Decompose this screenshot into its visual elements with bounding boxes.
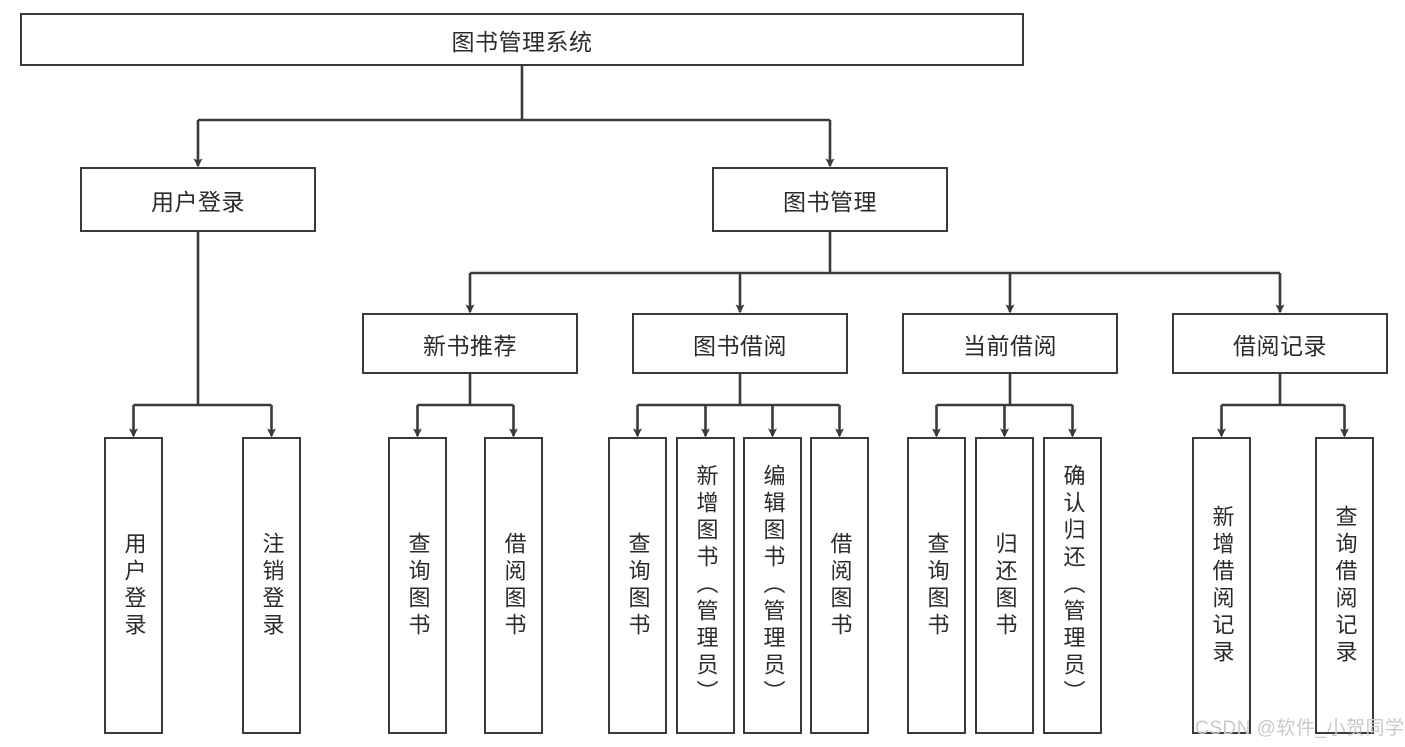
node-label: 图书管理系统: [451, 28, 593, 55]
node-label: 编辑图书（管理员）: [760, 464, 786, 707]
node-leaf-bor-3[interactable]: 编辑图书（管理员）: [743, 437, 802, 734]
node-label: 图书借阅: [693, 332, 787, 359]
node-leaf-rec-1[interactable]: 新增借阅记录: [1192, 437, 1251, 734]
node-label: 新增借阅记录: [1209, 504, 1235, 667]
node-label: 用户登录: [151, 188, 245, 215]
node-leaf-new-1[interactable]: 查询图书: [388, 437, 447, 734]
node-label: 归还图书: [992, 531, 1018, 640]
node-label: 确认归还（管理员）: [1060, 464, 1086, 707]
node-newbook[interactable]: 新书推荐: [362, 313, 578, 374]
node-records[interactable]: 借阅记录: [1172, 313, 1388, 374]
node-leaf-bor-2[interactable]: 新增图书（管理员）: [676, 437, 735, 734]
node-label: 借阅图书: [827, 531, 853, 640]
node-label: 当前借阅: [963, 332, 1057, 359]
node-label: 注销登录: [259, 531, 285, 640]
node-leaf-cur-3[interactable]: 确认归还（管理员）: [1043, 437, 1102, 734]
node-login[interactable]: 用户登录: [80, 167, 316, 232]
node-leaf-login-2[interactable]: 注销登录: [242, 437, 301, 734]
node-leaf-cur-1[interactable]: 查询图书: [907, 437, 966, 734]
node-leaf-bor-4[interactable]: 借阅图书: [810, 437, 869, 734]
node-label: 新增图书（管理员）: [693, 464, 719, 707]
node-leaf-new-2[interactable]: 借阅图书: [484, 437, 543, 734]
node-leaf-cur-2[interactable]: 归还图书: [975, 437, 1034, 734]
node-label: 图书管理: [783, 188, 877, 215]
node-label: 新书推荐: [423, 332, 517, 359]
node-label: 查询图书: [625, 531, 651, 640]
node-label: 查询图书: [924, 531, 950, 640]
watermark: CSDN @软件_小贺同学: [1195, 718, 1405, 739]
node-leaf-login-1[interactable]: 用户登录: [104, 437, 163, 734]
node-bookmgmt[interactable]: 图书管理: [712, 167, 948, 232]
node-label: 借阅图书: [501, 531, 527, 640]
node-label: 查询借阅记录: [1332, 504, 1358, 667]
node-leaf-bor-1[interactable]: 查询图书: [608, 437, 667, 734]
node-label: 借阅记录: [1233, 332, 1327, 359]
node-leaf-rec-2[interactable]: 查询借阅记录: [1315, 437, 1374, 734]
node-root[interactable]: 图书管理系统: [20, 13, 1024, 66]
node-label: 查询图书: [405, 531, 431, 640]
node-label: 用户登录: [121, 531, 147, 640]
node-borrow[interactable]: 图书借阅: [632, 313, 848, 374]
node-current[interactable]: 当前借阅: [902, 313, 1118, 374]
